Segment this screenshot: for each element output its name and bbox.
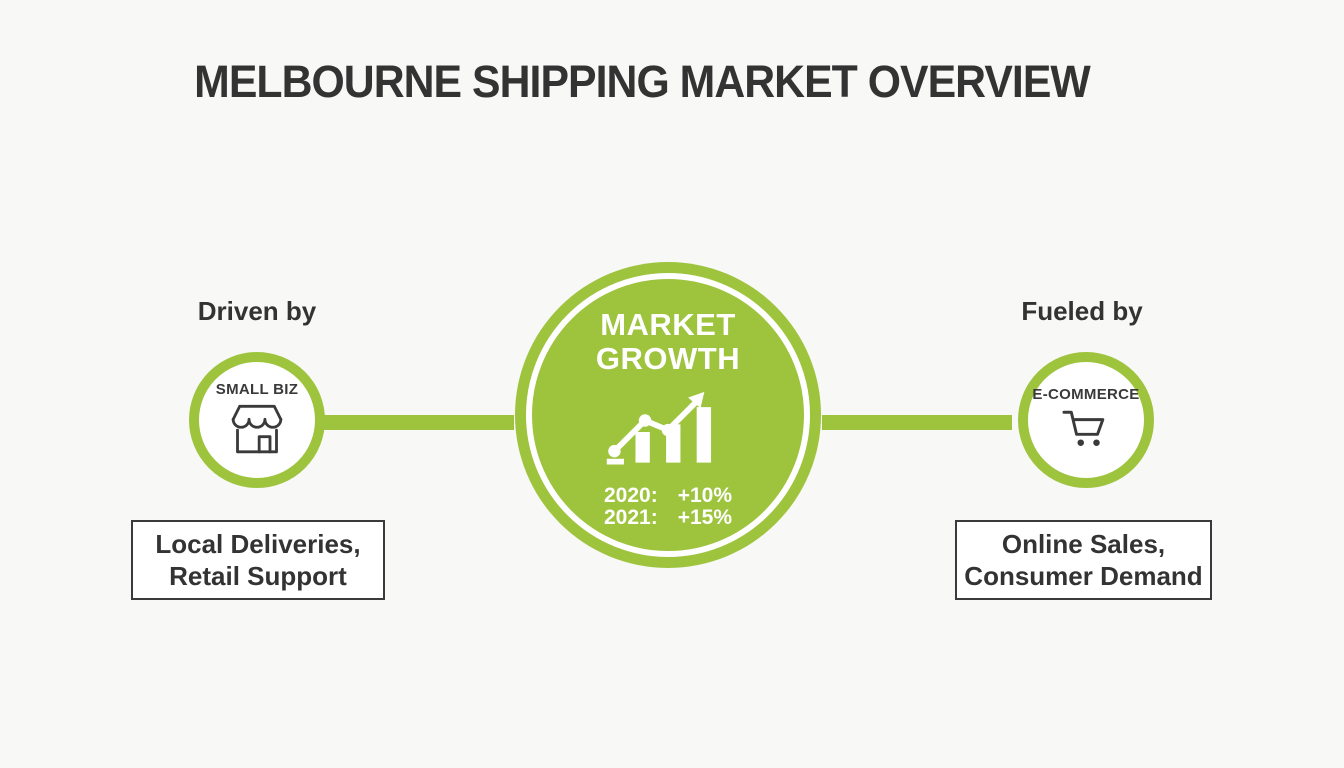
center-inner-ring — [526, 273, 810, 557]
stat-2021: 2021: +15% — [604, 506, 732, 530]
stat-2020: 2020: +10% — [604, 484, 732, 508]
small-biz-label: SMALL BIZ — [215, 381, 299, 398]
market-growth-node: MARKET GROWTH — [515, 262, 821, 568]
ecommerce-node: E-COMMERCE — [1018, 352, 1154, 488]
connector-left — [320, 415, 514, 430]
cart-icon — [1060, 407, 1112, 454]
left-detail-box: Local Deliveries, Retail Support — [131, 520, 385, 600]
page-title: MELBOURNE SHIPPING MARKET OVERVIEW — [194, 56, 1091, 107]
growth-chart-icon — [603, 388, 733, 481]
connector-right — [822, 415, 1012, 430]
right-caption: Fueled by — [1021, 296, 1143, 326]
left-caption: Driven by — [197, 296, 317, 326]
right-detail-box: Online Sales, Consumer Demand — [955, 520, 1212, 600]
center-title: MARKET GROWTH — [595, 307, 741, 377]
storefront-icon — [228, 402, 286, 459]
small-biz-node: SMALL BIZ — [189, 352, 325, 488]
ecommerce-label: E-COMMERCE — [1032, 386, 1140, 403]
growth-stats: 2020: +10% 2021: +15% — [604, 485, 732, 529]
